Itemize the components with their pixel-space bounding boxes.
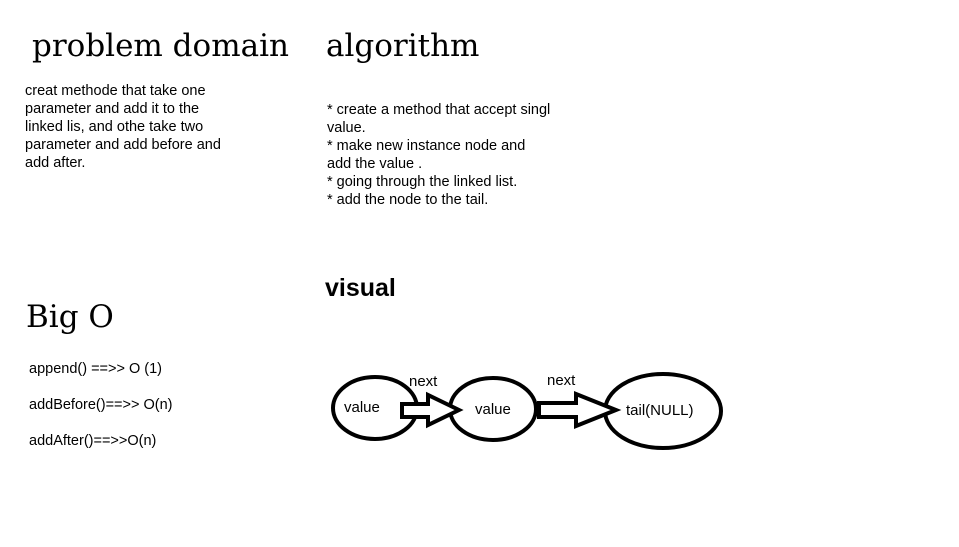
problem-domain-line: creat methode that take one (25, 83, 206, 99)
edge-label: next (409, 373, 438, 390)
next-arrow (400, 391, 464, 429)
tail-node-label: tail(NULL) (626, 402, 694, 419)
next-arrow (537, 391, 622, 429)
algorithm-line: * create a method that accept singl (327, 102, 551, 118)
visual-heading: visual (325, 274, 396, 302)
algorithm-line: * going through the linked list. (327, 174, 518, 190)
big-o-append-line: append() ==>> O (1) (29, 361, 162, 377)
big-o-addbefore-line: addBefore()==>> O(n) (29, 397, 173, 413)
algorithm-line: value. (327, 120, 366, 136)
problem-domain-line: parameter and add it to the (25, 101, 200, 117)
problem-domain-line: parameter and add before and (25, 137, 221, 153)
problem-domain-text: creat methode that take one parameter an… (25, 82, 221, 172)
edge-label: next (547, 372, 576, 389)
algorithm-line: add the value . (327, 156, 423, 172)
problem-domain-heading: problem domain (32, 28, 289, 64)
problem-domain-line: add after. (25, 155, 86, 171)
problem-domain-line: linked lis, and othe take two (25, 119, 204, 135)
node-label: value (344, 399, 380, 416)
big-o-addafter-line: addAfter()==>>O(n) (29, 433, 157, 449)
node-label: value (475, 401, 511, 418)
algorithm-line: * add the node to the tail. (327, 192, 489, 208)
algorithm-heading: algorithm (326, 28, 480, 64)
big-o-heading: Big O (26, 299, 114, 335)
algorithm-line: * make new instance node and (327, 138, 526, 154)
algorithm-text: * create a method that accept singl valu… (327, 101, 550, 209)
